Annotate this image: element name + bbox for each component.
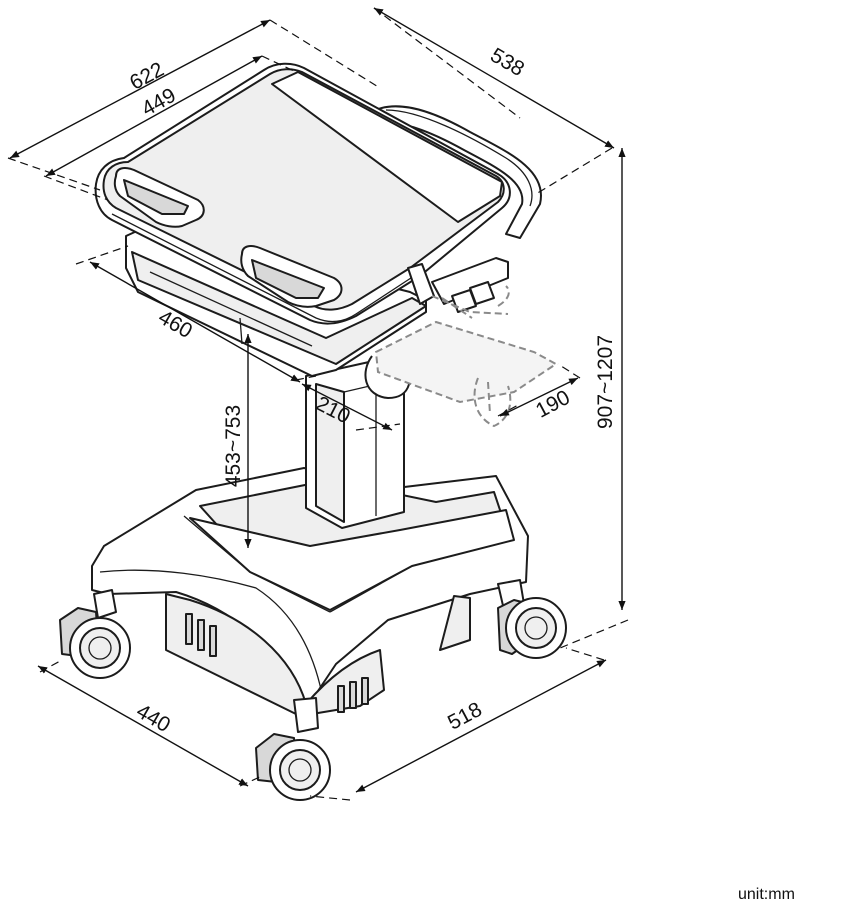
dim-overall-height: 907~1207: [594, 335, 617, 429]
handle-cutout-left: [113, 167, 205, 228]
dim-tray-height: 453~753: [222, 405, 245, 487]
unit-label: unit:mm: [738, 886, 795, 903]
lift-column: [305, 355, 411, 529]
cart-illustration: [59, 62, 567, 801]
caster-front-left: [59, 589, 131, 679]
caster-front-right: [497, 579, 567, 659]
dim-base-width: 440: [132, 700, 174, 737]
dim-base-depth: 518: [444, 698, 486, 735]
dim-overall-depth: 538: [486, 44, 528, 81]
caster-rear: [255, 697, 331, 801]
dimension-lines: [7, 7, 629, 801]
cart-base: [91, 467, 529, 717]
dim-keyboard-depth: 190: [532, 386, 574, 423]
